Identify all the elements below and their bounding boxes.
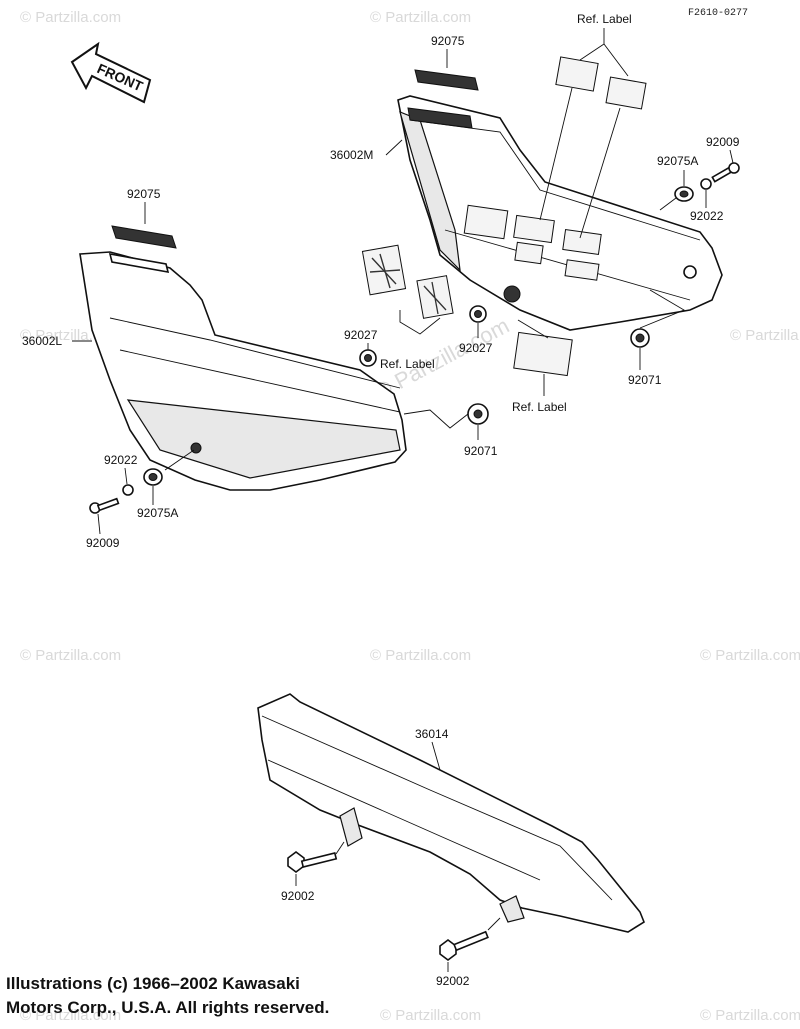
part-label-36014: 36014 [415,727,449,741]
part-label-92075: 92075 [431,34,465,48]
decal-stickers [361,244,454,319]
washer-92022-right [700,178,712,190]
part-label-92027-left: 92027 [344,328,378,342]
watermark: © Partzilla.com [700,1007,800,1024]
watermark: © Partzilla.com [20,9,121,26]
grommet-92075A-right [674,186,694,202]
grommet-92071-right [630,328,650,348]
copyright-line-1: Illustrations (c) 1966–2002 Kawasaki [6,974,300,993]
chain-cover [257,693,645,933]
watermark: © Partzilla.com [700,647,800,664]
ref-label-bottom: Ref. Label [512,400,567,414]
watermark: © Partzilla.com [380,1007,481,1024]
copyright-line-2: Motors Corp., U.S.A. All rights reserved… [6,998,330,1017]
left-side-cover [79,251,407,491]
part-label-92002-lower: 92002 [436,974,470,988]
part-label-92075A-right: 92075A [657,154,698,168]
part-label-92022-left: 92022 [104,453,138,467]
emblem-pad-left [108,225,177,274]
part-label-92002-upper: 92002 [281,889,315,903]
part-label-36002M: 36002M [330,148,373,162]
part-label-92027-mid: 92027 [459,341,493,355]
bolt-92002-lower [439,930,489,961]
bolt-92009-right [711,162,740,183]
ref-label-top: Ref. Label [577,12,632,26]
figure-code: F2610-0277 [688,8,748,19]
part-label-92009-right: 92009 [706,135,740,149]
part-label-92075-left: 92075 [127,187,161,201]
grommet-92027-left [359,349,377,367]
watermark: © Partzilla.com [730,327,800,344]
emblem-pad-right [407,69,479,129]
bolt-92009-left [89,497,120,514]
part-label-92071-mid: 92071 [464,444,498,458]
watermark: © Partzilla.com [20,647,121,664]
ref-label-middle: Ref. Label [380,357,435,371]
grommet-92075A-left [143,468,163,486]
part-label-92022-right: 92022 [690,209,724,223]
right-side-cover [397,95,723,331]
part-label-36002L: 36002L [22,334,62,348]
watermark-layer: © Partzilla.com © Partzilla.com © Partzi… [20,9,800,1024]
washer-92022-left [122,484,134,496]
grommet-92071-mid [467,403,489,425]
watermark: © Partzilla.com [370,9,471,26]
front-arrow-icon: FRONT [70,41,152,104]
grommet-92027-mid [469,305,487,323]
watermark: © Partzilla.com [20,1007,121,1024]
watermark: © Partzilla.com [370,647,471,664]
part-label-92009-left: 92009 [86,536,120,550]
copyright-notice: Illustrations (c) 1966–2002 Kawasaki Mot… [6,972,329,1020]
part-label-92071-right: 92071 [628,373,662,387]
bolt-92002-upper [287,851,338,873]
part-label-92075A-left: 92075A [137,506,178,520]
